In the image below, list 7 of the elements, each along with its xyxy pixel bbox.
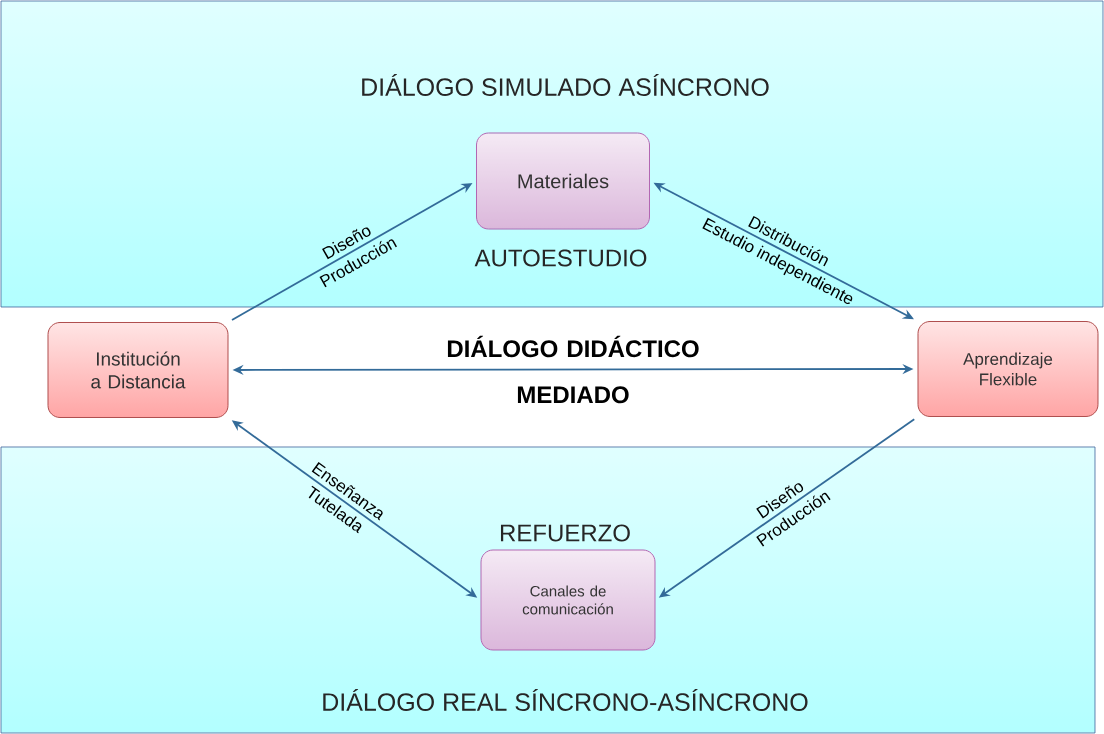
endpoint-box: Institución a Distancia bbox=[47, 322, 229, 418]
edge-label: DIÁLOGO DIDÁCTICO MEDIADO bbox=[447, 335, 699, 404]
node-label: REFUERZO bbox=[501, 524, 630, 542]
endpoint-box: Aprendizaje Flexible bbox=[917, 321, 1099, 417]
process-box: Materiales bbox=[476, 132, 650, 230]
node-label: AUTOESTUDIO bbox=[474, 249, 647, 267]
process-box: Canales de comunicación bbox=[480, 549, 656, 651]
